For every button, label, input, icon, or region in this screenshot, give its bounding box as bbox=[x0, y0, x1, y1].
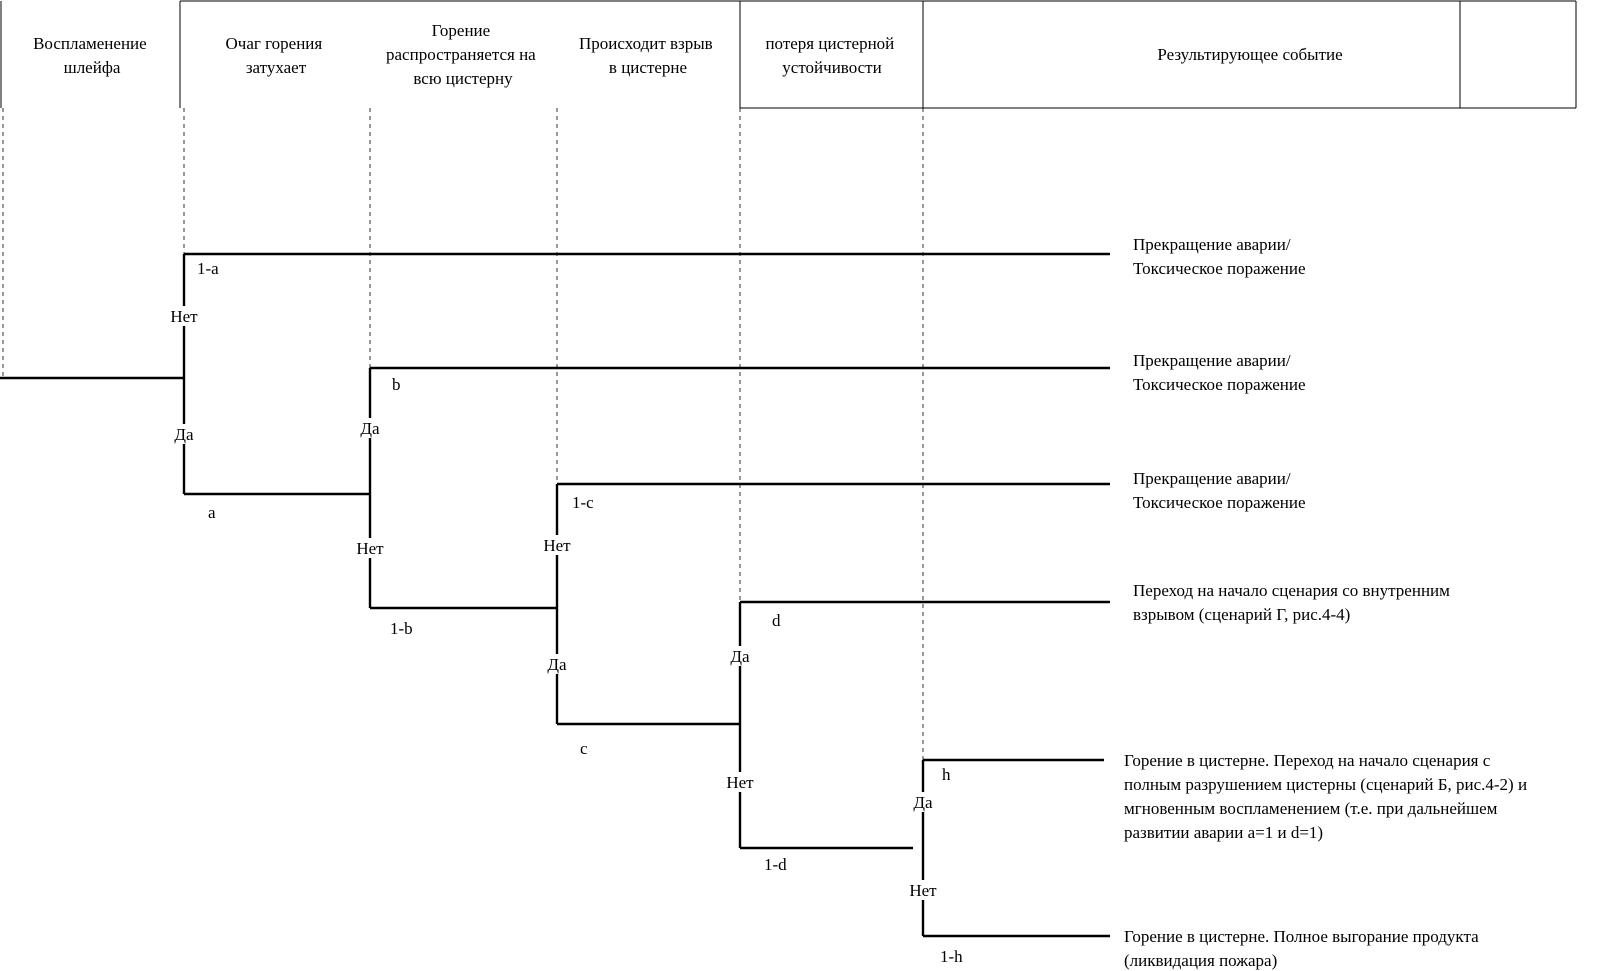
prob-1-c: 1-c bbox=[572, 493, 594, 512]
outcome-1: Прекращение аварии/ Токсическое поражени… bbox=[1133, 235, 1306, 278]
header-ignition: Воспламенение шлейфа bbox=[33, 34, 151, 77]
node-3-yes-label: Да bbox=[547, 655, 567, 674]
prob-1-d: 1-d bbox=[764, 855, 787, 874]
node-3-no-label: Нет bbox=[543, 536, 571, 555]
prob-a: a bbox=[208, 503, 216, 522]
node-labels: Нет Да Да Нет Нет Да Да Нет Да Нет bbox=[165, 306, 942, 900]
header-stability: потеря цистерной устойчивости bbox=[765, 34, 898, 77]
node-4-yes-label: Да bbox=[730, 647, 750, 666]
outcome-5: Горение в цистерне. Переход на начало сц… bbox=[1124, 751, 1531, 842]
prob-1-b: 1-b bbox=[390, 619, 413, 638]
branches bbox=[0, 252, 1110, 938]
header-result: Результирующее событие bbox=[1157, 45, 1342, 64]
column-guides bbox=[2, 108, 924, 760]
outcome-6: Горение в цистерне. Полное выгорание про… bbox=[1124, 927, 1483, 970]
header-frame bbox=[0, 0, 1577, 109]
prob-h: h bbox=[942, 765, 951, 784]
prob-1-h: 1-h bbox=[940, 947, 963, 966]
node-1-yes-label: Да bbox=[174, 425, 194, 444]
header-spread: Горение распространяется на всю цистерну bbox=[386, 21, 540, 88]
probability-labels: 1-a a b 1-b 1-c c d 1-d h 1-h bbox=[197, 259, 963, 966]
prob-d: d bbox=[772, 611, 781, 630]
node-5-no-label: Нет bbox=[909, 881, 937, 900]
node-4-no-label: Нет bbox=[726, 773, 754, 792]
header-explosion: Происходит взрыв в цистерне bbox=[579, 34, 717, 77]
prob-b: b bbox=[392, 375, 401, 394]
outcomes: Прекращение аварии/ Токсическое поражени… bbox=[1124, 235, 1531, 970]
outcome-2: Прекращение аварии/ Токсическое поражени… bbox=[1133, 351, 1306, 394]
node-2-yes-label: Да bbox=[360, 419, 380, 438]
prob-1-a: 1-a bbox=[197, 259, 219, 278]
outcome-3: Прекращение аварии/ Токсическое поражени… bbox=[1133, 469, 1306, 512]
prob-c: c bbox=[580, 739, 588, 758]
header-extinguish: Очаг горения затухает bbox=[226, 34, 327, 77]
outcome-4: Переход на начало сценария со внутренним… bbox=[1133, 581, 1454, 624]
node-1-no-label: Нет bbox=[170, 307, 198, 326]
header-texts: Воспламенение шлейфа Очаг горения затуха… bbox=[33, 21, 1343, 88]
node-2-no-label: Нет bbox=[356, 539, 384, 558]
node-5-yes-label: Да bbox=[913, 793, 933, 812]
